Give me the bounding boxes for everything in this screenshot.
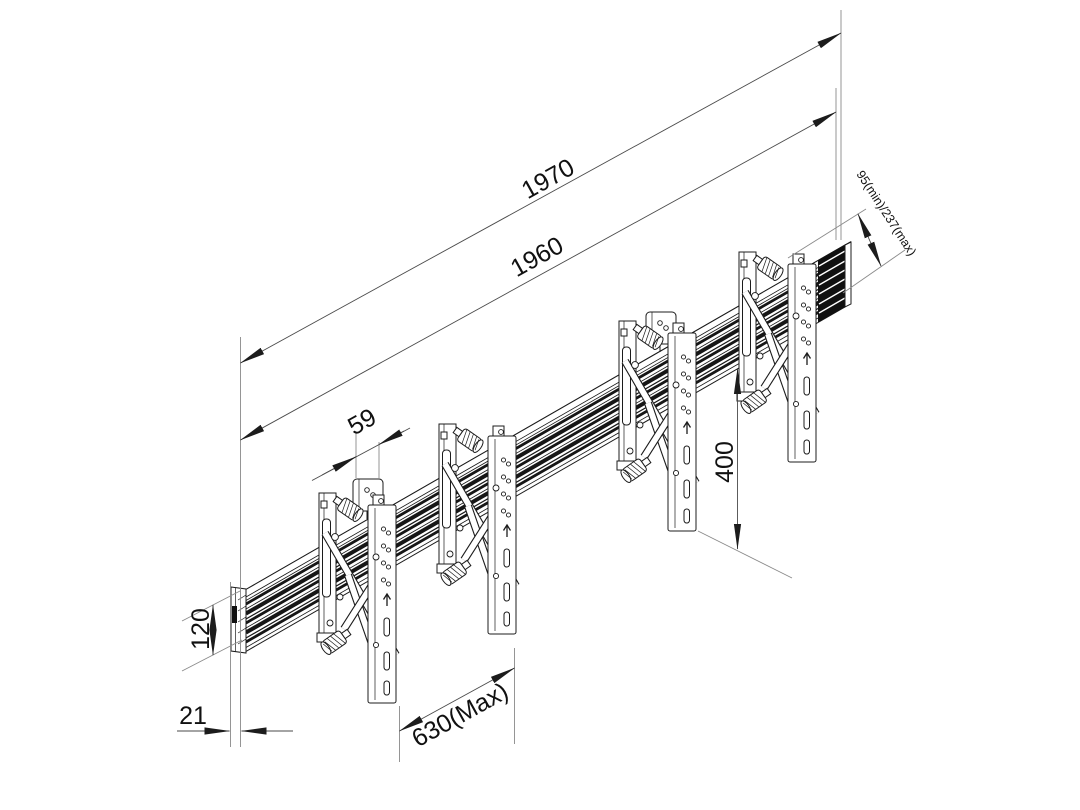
dim-label-rail-height: 120 <box>187 608 215 650</box>
bracket-3 <box>617 321 696 531</box>
dim-label-1970: 1970 <box>517 153 579 204</box>
dim-label-bracket-spacing: 630(Max) <box>407 677 513 753</box>
rail-end-dark-section <box>818 241 852 323</box>
dim-spacer-width: 59 <box>311 403 411 481</box>
dim-label-spacer-width: 59 <box>343 403 381 441</box>
dim-drop-height: 400 <box>697 368 793 579</box>
dim-wall-offset: 21 <box>177 702 293 735</box>
dim-bracket-spacing: 630(Max) <box>398 648 516 762</box>
dim-rail-height: 120 <box>181 590 243 672</box>
bracket-1 <box>317 493 396 703</box>
dim-label-1960: 1960 <box>506 231 568 282</box>
rail-end-cap <box>230 586 247 654</box>
bracket-4 <box>737 252 816 462</box>
dim-label-drop-height: 400 <box>711 441 739 483</box>
dim-label-depth-range: 95(min)/237(max) <box>853 168 918 258</box>
dim-label-wall-offset: 21 <box>179 702 207 730</box>
bracket-2 <box>437 424 516 634</box>
